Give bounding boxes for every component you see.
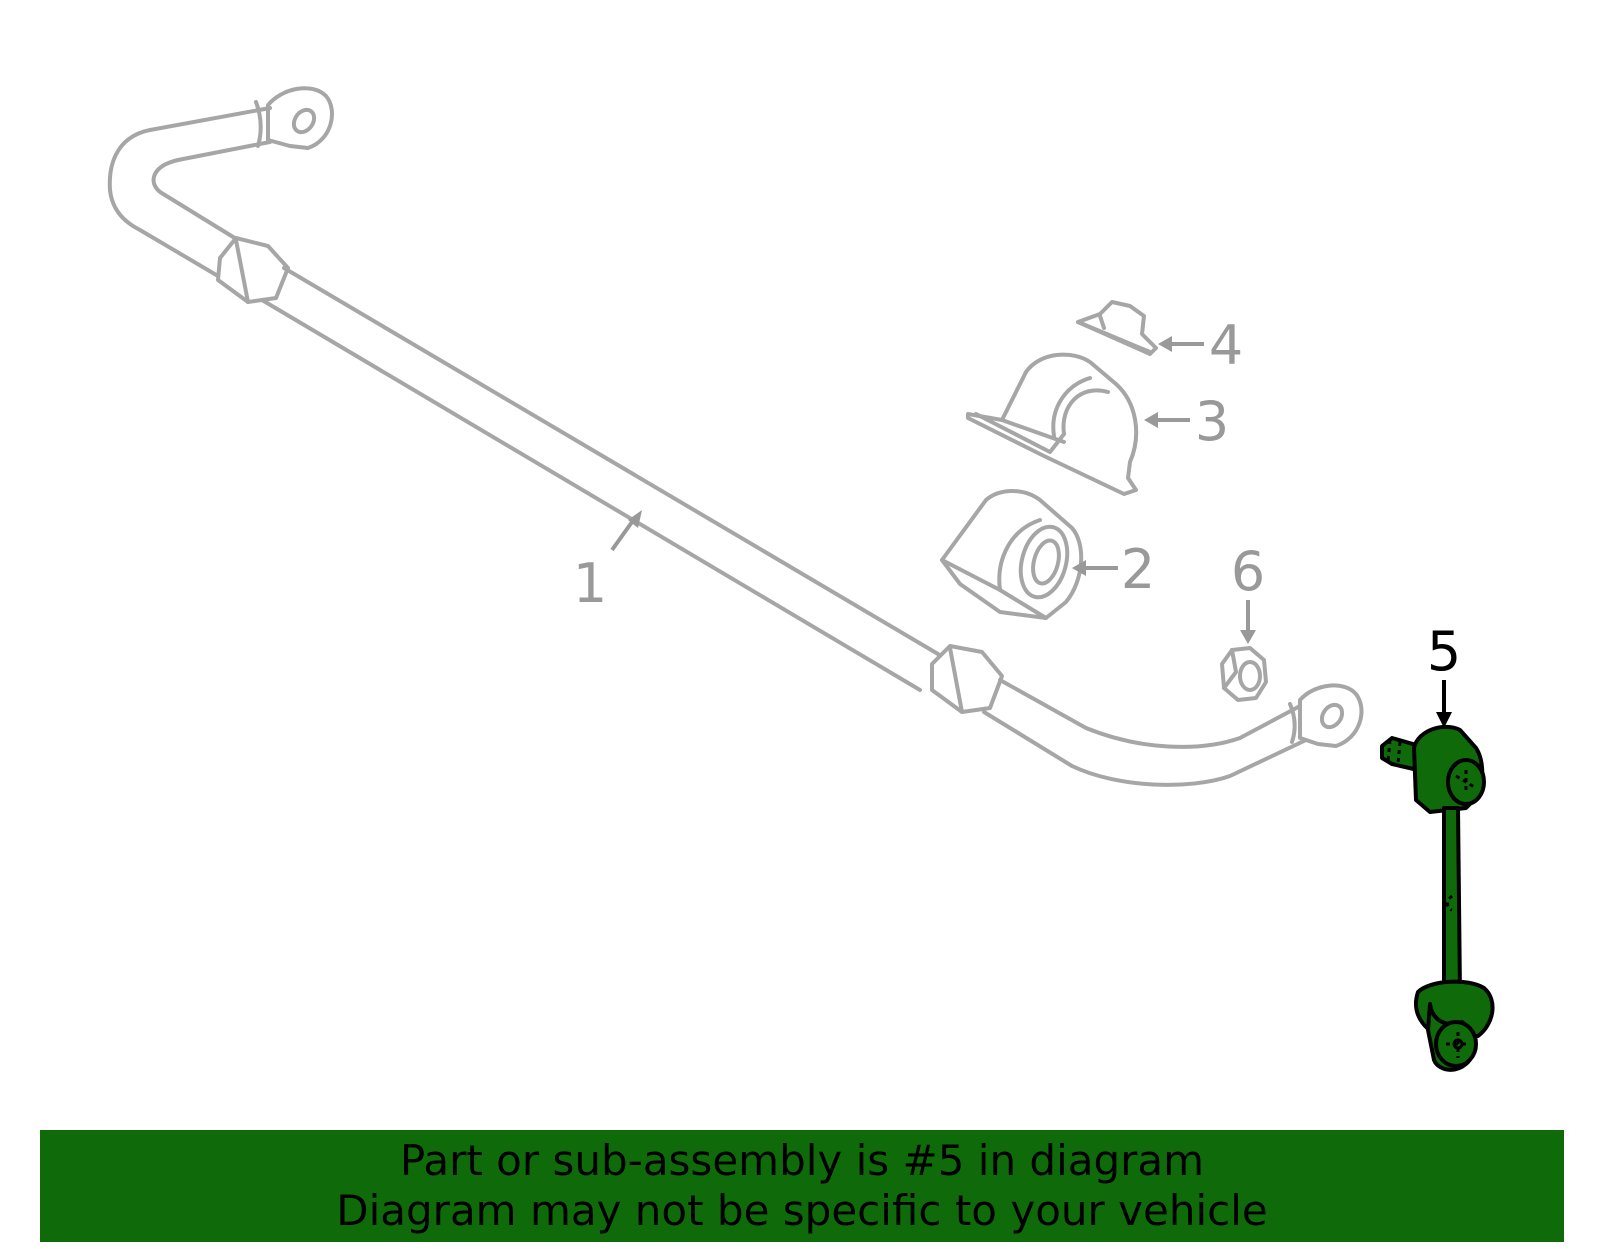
stabilizer-bar-left-eye [266, 86, 334, 150]
callout-6-group: 6 [1231, 540, 1265, 644]
stabilizer-bar-left-collar [216, 236, 290, 304]
stabilizer-bar-right-collar [930, 644, 1004, 714]
nut-part-6 [1220, 646, 1268, 702]
stabilizer-bar-right-eye [1298, 683, 1364, 748]
callout-3: 3 [1195, 390, 1229, 453]
callout-3-group: 3 [1144, 390, 1229, 453]
callout-2: 2 [1121, 538, 1155, 601]
stabilizer-bar-part-1 [107, 86, 1364, 787]
bracket-part-3 [966, 352, 1139, 496]
callout-1-group: 1 [573, 510, 642, 615]
banner-part-note: Part or sub-assembly is #5 in diagram [399, 1136, 1205, 1185]
stabilizer-bar-main-segment [282, 266, 940, 656]
stabilizer-bar-lower-segment [998, 678, 1302, 749]
clip-part-4 [1076, 300, 1158, 356]
callout-1: 1 [573, 552, 607, 615]
bushing-part-2 [940, 489, 1084, 620]
callout-6: 6 [1231, 540, 1265, 603]
callout-4: 4 [1209, 314, 1243, 377]
part-info-banner: Part or sub-assembly is #5 in diagram Di… [40, 1130, 1564, 1242]
stabilizer-bar-upper-segment [107, 106, 272, 278]
callout-4-group: 4 [1158, 314, 1243, 377]
callout-2-group: 2 [1072, 538, 1155, 601]
banner-disclaimer: Diagram may not be specific to your vehi… [336, 1186, 1268, 1235]
callout-5-group: 5 [1427, 620, 1461, 728]
callout-5: 5 [1427, 620, 1461, 683]
stabilizer-link-part-5[interactable] [1380, 724, 1495, 1072]
